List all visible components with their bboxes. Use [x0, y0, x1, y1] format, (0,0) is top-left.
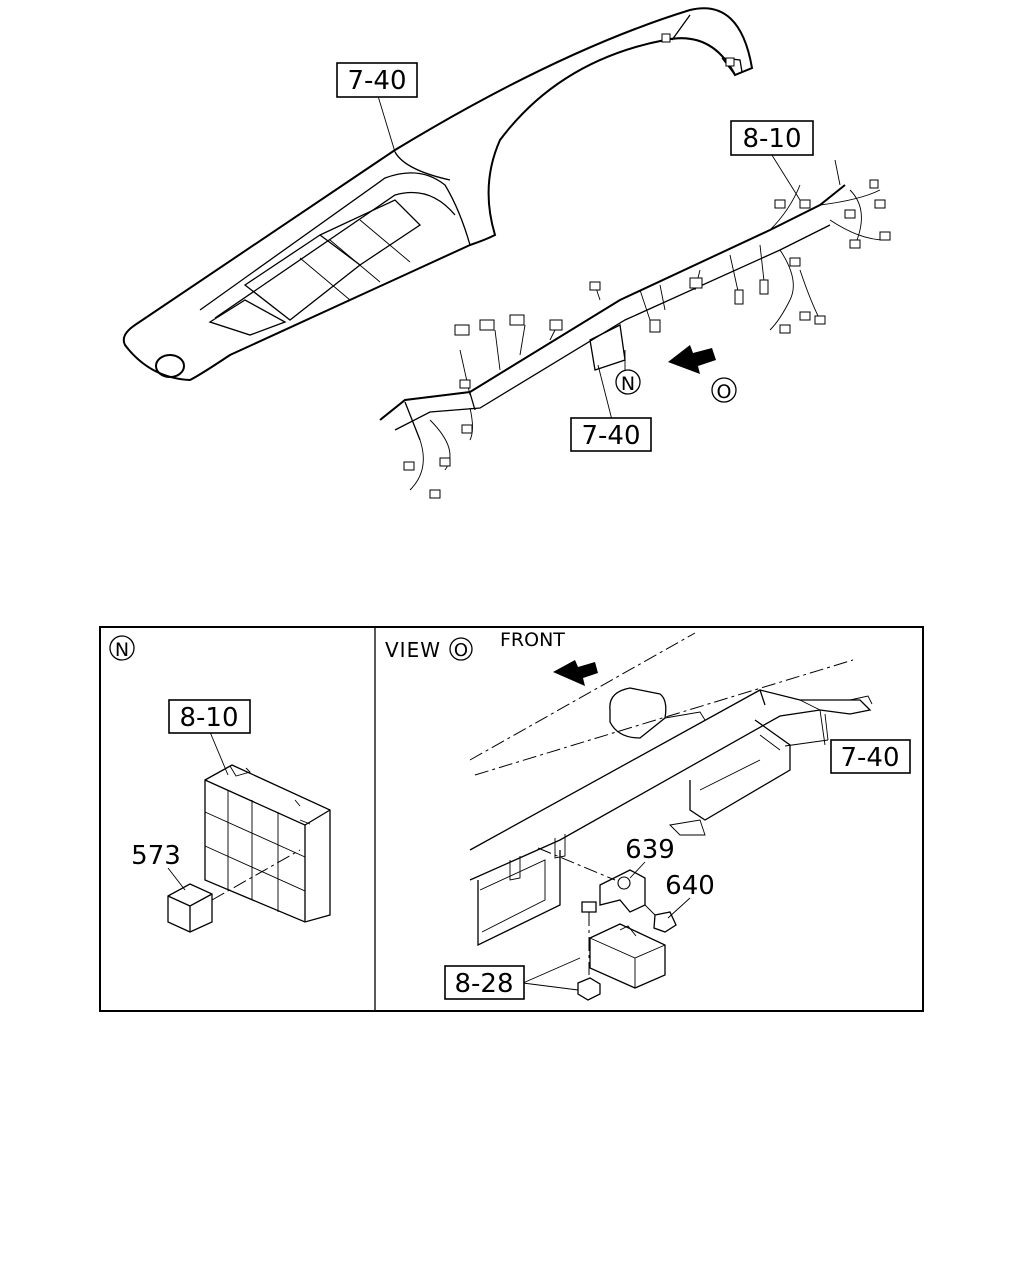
part-number-573: 573 — [131, 841, 181, 871]
panel-o-marker: O — [449, 637, 473, 661]
front-arrow-icon — [553, 660, 598, 686]
callout-8-10-top: 8-10 — [730, 120, 814, 156]
svg-text:7-40: 7-40 — [840, 743, 899, 773]
instrument-panel-illustration — [122, 7, 891, 499]
svg-text:8-28: 8-28 — [454, 969, 513, 999]
svg-text:N: N — [115, 639, 129, 661]
front-label: FRONT — [500, 629, 565, 651]
callout-7-40-top: 7-40 — [336, 62, 418, 98]
marker-n-top: N — [615, 369, 641, 395]
callout-8-10-detail: 8-10 — [168, 699, 251, 734]
svg-text:8-10: 8-10 — [742, 124, 801, 154]
svg-text:7-40: 7-40 — [581, 421, 640, 451]
svg-text:O: O — [454, 640, 468, 661]
callout-8-28-view: 8-28 — [444, 965, 525, 1000]
dashboard-shell — [122, 7, 754, 382]
relay-573 — [167, 849, 301, 933]
svg-text:8-10: 8-10 — [179, 703, 238, 733]
wire-harness — [379, 159, 891, 499]
relay-block — [204, 764, 331, 923]
view-direction-arrow-icon — [668, 345, 716, 374]
callout-7-40-view: 7-40 — [830, 739, 911, 774]
part-number-639: 639 — [625, 835, 675, 865]
marker-o-top: O — [711, 377, 737, 403]
detail-panel-n: N 8-10 573 — [109, 635, 331, 933]
mounting-bracket — [537, 847, 677, 1001]
detail-panel-o: VIEW O FRONT — [385, 629, 911, 1001]
svg-text:N: N — [621, 373, 635, 395]
detail-frame — [99, 626, 924, 1012]
panel-n-marker: N — [109, 635, 135, 661]
svg-text:7-40: 7-40 — [347, 66, 406, 96]
view-label: VIEW — [385, 638, 441, 662]
svg-text:O: O — [717, 381, 732, 403]
vent-outlet-icon — [155, 354, 185, 378]
callout-7-40-lower: 7-40 — [570, 417, 652, 452]
part-number-640: 640 — [665, 871, 715, 901]
